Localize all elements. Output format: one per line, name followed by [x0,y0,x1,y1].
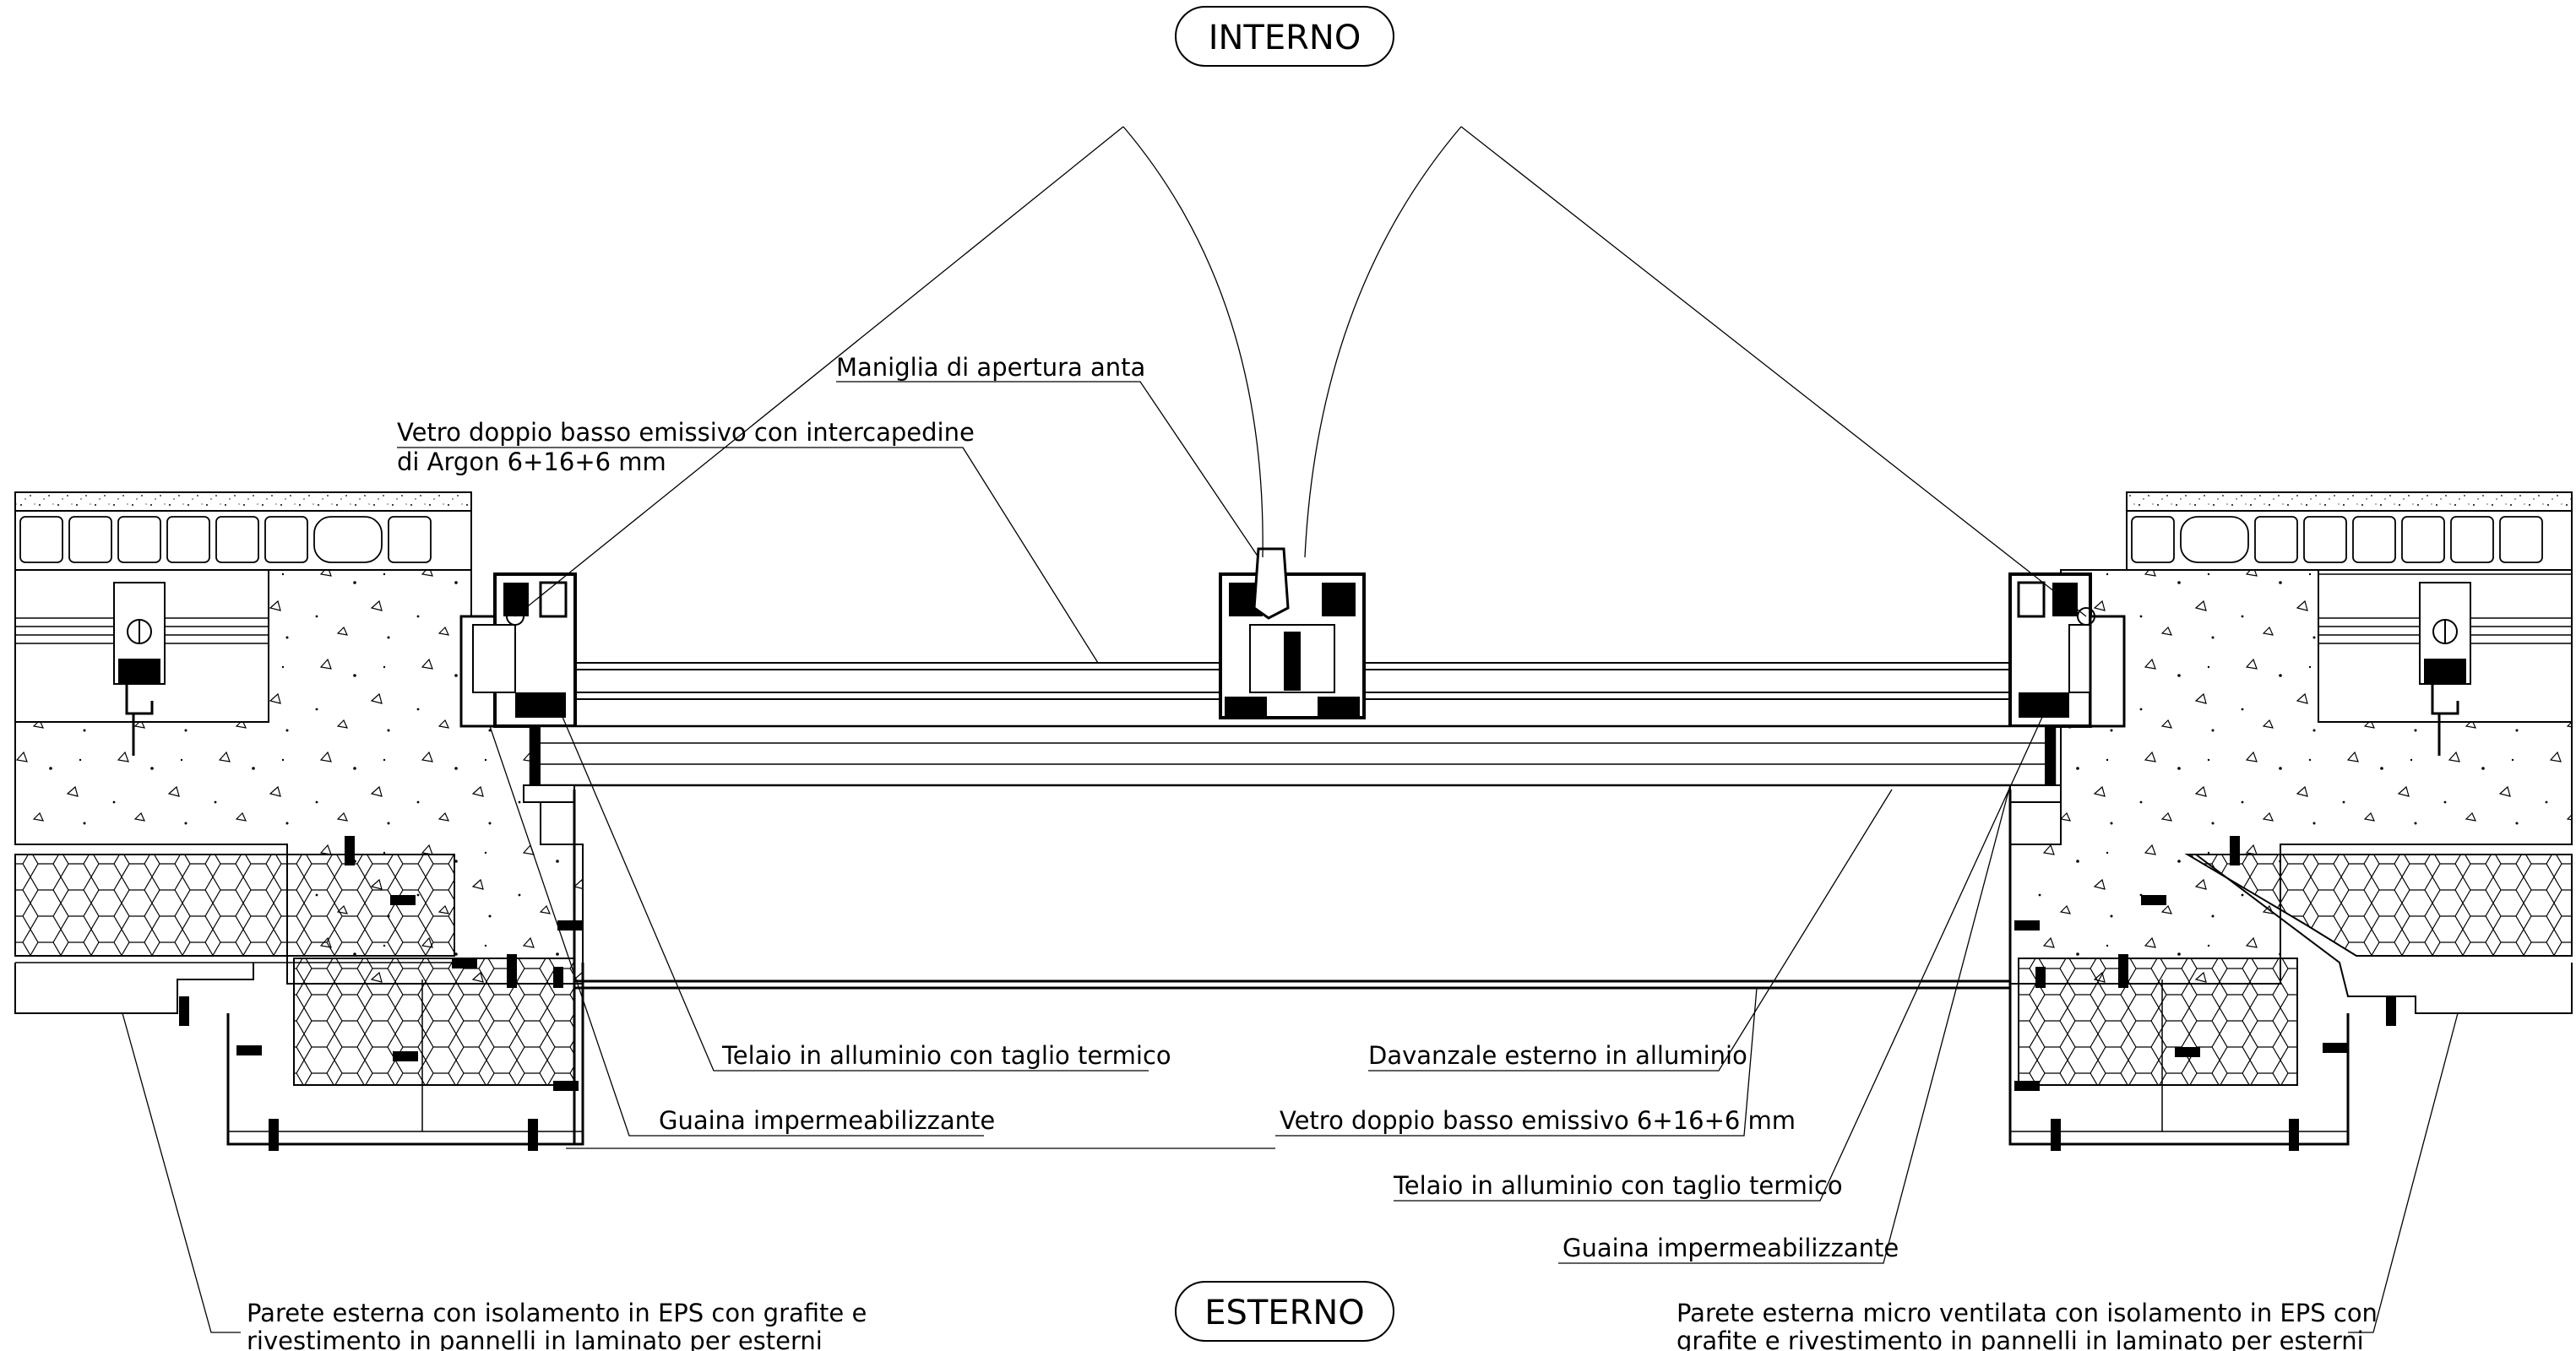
interno-pill: INTERNO [1175,6,1394,67]
label-glass-bottom: Vetro doppio basso emissivo 6+16+6 mm [1280,1106,1796,1135]
label-sheath-right: Guaina impermeabilizzante [1562,1234,1899,1262]
label-wall-right-1: Parete esterna micro ventilata con isola… [1677,1299,2378,1327]
label-sheath-left: Guaina impermeabilizzante [659,1106,995,1135]
lower-glass [573,789,2012,1144]
interno-label: INTERNO [1209,19,1361,57]
window-frame-center [1219,572,1366,719]
esterno-label: ESTERNO [1204,1294,1365,1332]
label-glass-top-1: Vetro doppio basso emissivo con intercap… [397,418,975,447]
label-wall-left-2: rivestimento in pannelli in laminato per… [247,1327,823,1351]
label-glass-top-2: di Argon 6+16+6 mm [397,448,666,476]
window-handle [1253,547,1290,620]
esterno-pill: ESTERNO [1175,1281,1394,1342]
external-sill [523,724,2062,803]
label-wall-left-1: Parete esterna con isolamento in EPS con… [247,1299,867,1327]
label-frame-right: Telaio in alluminio con taglio termico [1393,1171,1843,1200]
window-frame-left [459,572,577,728]
label-sill: Davanzale esterno in alluminio [1368,1041,1747,1070]
leader-lines [122,381,2459,1333]
label-handle: Maniglia di apertura anta [836,353,1145,382]
glass-panes [574,662,2010,700]
label-frame-left: Telaio in alluminio con taglio termico [721,1041,1171,1070]
label-wall-right-2: grafite e rivestimento in pannelli in la… [1677,1327,2364,1351]
opening-swing [514,126,2087,617]
left-wall [14,491,584,1151]
right-wall [2008,491,2573,1151]
window-frame-right [2008,572,2126,728]
